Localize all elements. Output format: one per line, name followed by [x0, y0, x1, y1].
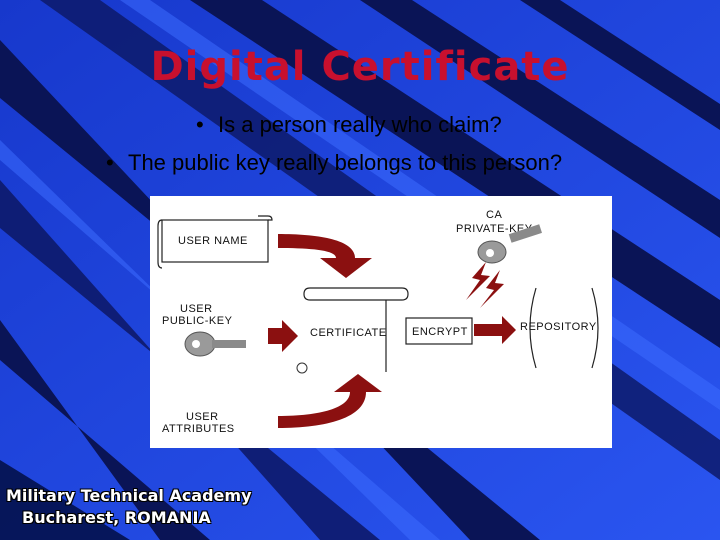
- user-attributes-label-line1: USER: [186, 411, 219, 423]
- slide-title: Digital Certificate: [150, 44, 570, 90]
- user-attributes-label-line2: ATTRIBUTES: [162, 423, 235, 435]
- user-pubkey-label-line2: PUBLIC-KEY: [162, 315, 233, 327]
- bullet-symbol: •: [196, 112, 204, 137]
- name-to-cert-arrow: [278, 234, 372, 278]
- user-public-key: USER PUBLIC-KEY: [162, 303, 246, 357]
- lightning-bolt-icon: [480, 270, 504, 308]
- ca-label-line1: CA: [486, 209, 502, 221]
- repository-cylinder: REPOSITORY: [520, 287, 599, 369]
- certificate-label: CERTIFICATE: [310, 327, 387, 339]
- certificate-diagram: USER NAME CA PRIVATE-KEY CERTIFICATE USE…: [150, 196, 612, 448]
- institution-name: Military Technical Academy: [6, 486, 252, 505]
- encrypt-to-repository-arrow: [474, 316, 516, 344]
- bullet-text-2: The public key really belongs to this pe…: [128, 150, 563, 175]
- user-name-label: USER NAME: [178, 235, 248, 247]
- bullet-item-2: • The public key really belongs to this p…: [106, 150, 562, 176]
- user-pubkey-label-line1: USER: [180, 303, 213, 315]
- ca-label-line2: PRIVATE-KEY: [456, 223, 533, 235]
- encrypt-box: ENCRYPT: [405, 317, 473, 345]
- certificate-document: CERTIFICATE: [303, 287, 409, 372]
- institution-location: Bucharest, ROMANIA: [22, 508, 211, 527]
- seal-icon: [296, 362, 308, 374]
- repository-label: REPOSITORY: [520, 321, 597, 333]
- key-icon: [184, 331, 246, 357]
- bullet-symbol: •: [106, 150, 114, 175]
- pubkey-to-cert-arrow: [268, 320, 298, 352]
- ca-private-key: CA PRIVATE-KEY: [456, 209, 542, 264]
- bullet-item-1: • Is a person really who claim?: [196, 112, 502, 138]
- encrypt-label: ENCRYPT: [412, 326, 468, 338]
- attributes-to-cert-arrow: [278, 374, 382, 428]
- user-name-scroll: USER NAME: [157, 215, 273, 269]
- key-icon: [477, 224, 542, 264]
- bullet-text-1: Is a person really who claim?: [218, 112, 502, 137]
